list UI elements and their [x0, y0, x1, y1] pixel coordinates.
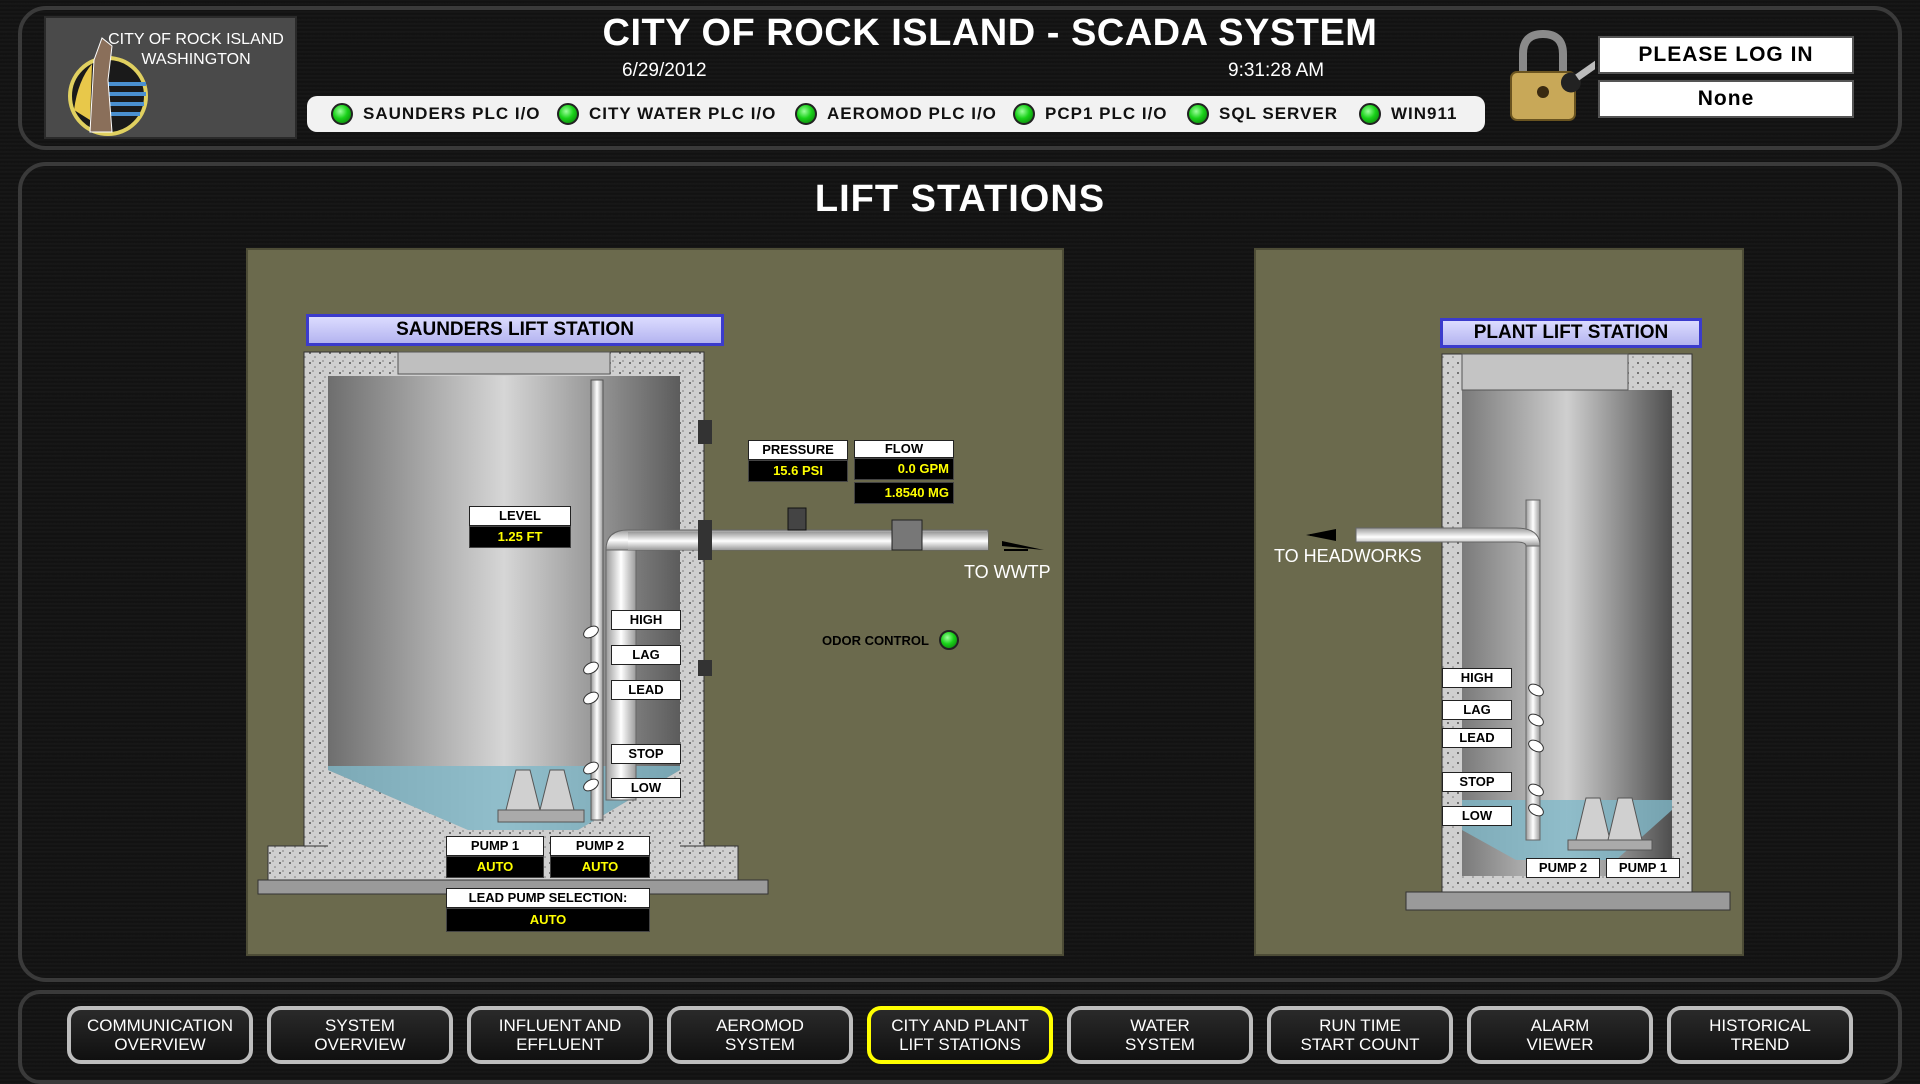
- plant-title: PLANT LIFT STATION: [1440, 318, 1702, 348]
- float-stop: STOP: [611, 744, 681, 764]
- status-aeromod-plc: AEROMOD PLC I/O: [795, 96, 997, 132]
- status-sql-server: SQL SERVER: [1187, 96, 1338, 132]
- destination-headworks: TO HEADWORKS: [1274, 546, 1422, 566]
- pressure-label: PRESSURE: [748, 440, 848, 460]
- odor-control-label: ODOR CONTROL: [822, 632, 929, 648]
- status-led-icon: [1187, 103, 1209, 125]
- level-value: 1.25 FT: [469, 526, 571, 548]
- city-logo-icon: [68, 37, 148, 136]
- status-label: WIN911: [1391, 104, 1458, 123]
- odor-status-led-icon: [938, 630, 959, 650]
- status-pcp1-plc: PCP1 PLC I/O: [1013, 96, 1168, 132]
- nav-aeromod-system[interactable]: AEROMOD SYSTEM: [667, 1006, 853, 1064]
- status-led-icon: [331, 103, 353, 125]
- nav-run-time-start-count[interactable]: RUN TIME START COUNT: [1267, 1006, 1453, 1064]
- destination-wwtp: TO WWTP: [964, 562, 1051, 582]
- lock-icon[interactable]: [1505, 30, 1595, 124]
- lead-pump-value[interactable]: AUTO: [446, 908, 650, 932]
- nav-historical-trend[interactable]: HISTORICAL TREND: [1667, 1006, 1853, 1064]
- flow-total: 1.8540 MG: [854, 482, 954, 504]
- float-high: HIGH: [1442, 668, 1512, 688]
- status-led-icon: [1359, 103, 1381, 125]
- pump2-label: PUMP 2: [550, 836, 650, 856]
- current-date: 6/29/2012: [622, 60, 707, 81]
- level-label: LEVEL: [469, 506, 571, 526]
- status-led-icon: [1013, 103, 1035, 125]
- float-low: LOW: [611, 778, 681, 798]
- nav-alarm-viewer[interactable]: ALARM VIEWER: [1467, 1006, 1653, 1064]
- logo-text: CITY OF ROCK ISLAND WASHINGTON: [108, 31, 284, 68]
- status-win911: WIN911: [1359, 96, 1457, 132]
- status-city-water-plc: CITY WATER PLC I/O: [557, 96, 776, 132]
- float-high: HIGH: [611, 610, 681, 630]
- pump1-label: PUMP 1: [1606, 858, 1680, 878]
- float-stop: STOP: [1442, 772, 1512, 792]
- page-title: LIFT STATIONS: [814, 178, 1106, 220]
- status-label: PCP1 PLC I/O: [1045, 104, 1168, 123]
- status-label: AEROMOD PLC I/O: [827, 104, 997, 123]
- float-lead: LEAD: [1442, 728, 1512, 748]
- status-label: SQL SERVER: [1219, 104, 1338, 123]
- current-time: 9:31:28 AM: [1228, 60, 1325, 81]
- status-label: CITY WATER PLC I/O: [589, 104, 777, 123]
- pump1-label: PUMP 1: [446, 836, 544, 856]
- current-user: None: [1598, 80, 1854, 118]
- city-logo: CITY OF ROCK ISLAND WASHINGTON: [44, 16, 297, 139]
- app-title: CITY OF ROCK ISLAND - SCADA SYSTEM: [602, 12, 1378, 54]
- flow-label: FLOW: [854, 440, 954, 458]
- nav-water-system[interactable]: WATER SYSTEM: [1067, 1006, 1253, 1064]
- nav-system-overview[interactable]: SYSTEM OVERVIEW: [267, 1006, 453, 1064]
- saunders-diagram: [257, 351, 1044, 895]
- float-lead: LEAD: [611, 680, 681, 700]
- nav-communication-overview[interactable]: COMMUNICATION OVERVIEW: [67, 1006, 253, 1064]
- odor-control: ODOR CONTROL: [822, 630, 969, 650]
- status-saunders-plc: SAUNDERS PLC I/O: [331, 96, 541, 132]
- status-led-icon: [795, 103, 817, 125]
- plant-panel: PLANT LIFT STATION TO HEADWORKS HIGH LAG…: [1254, 248, 1744, 956]
- float-low: LOW: [1442, 806, 1512, 826]
- saunders-title: SAUNDERS LIFT STATION: [306, 314, 724, 346]
- status-led-icon: [557, 103, 579, 125]
- header-panel: [18, 6, 1902, 150]
- status-label: SAUNDERS PLC I/O: [363, 104, 541, 123]
- main-panel: [18, 162, 1902, 982]
- nav-city-plant-lift-stations[interactable]: CITY AND PLANT LIFT STATIONS: [867, 1006, 1053, 1064]
- flow-rate: 0.0 GPM: [854, 458, 954, 480]
- nav-influent-effluent[interactable]: INFLUENT AND EFFLUENT: [467, 1006, 653, 1064]
- plant-diagram: [1306, 353, 1731, 911]
- lead-pump-label: LEAD PUMP SELECTION:: [446, 888, 650, 908]
- pressure-value: 15.6 PSI: [748, 460, 848, 482]
- pump2-mode[interactable]: AUTO: [550, 856, 650, 878]
- saunders-panel: SAUNDERS LIFT STATION LEVEL 1.25 FT PRES…: [246, 248, 1064, 956]
- plc-status-bar: SAUNDERS PLC I/O CITY WATER PLC I/O AERO…: [307, 96, 1485, 132]
- float-lag: LAG: [1442, 700, 1512, 720]
- login-button[interactable]: PLEASE LOG IN: [1598, 36, 1854, 74]
- float-lag: LAG: [611, 645, 681, 665]
- pump1-mode[interactable]: AUTO: [446, 856, 544, 878]
- pump2-label: PUMP 2: [1526, 858, 1600, 878]
